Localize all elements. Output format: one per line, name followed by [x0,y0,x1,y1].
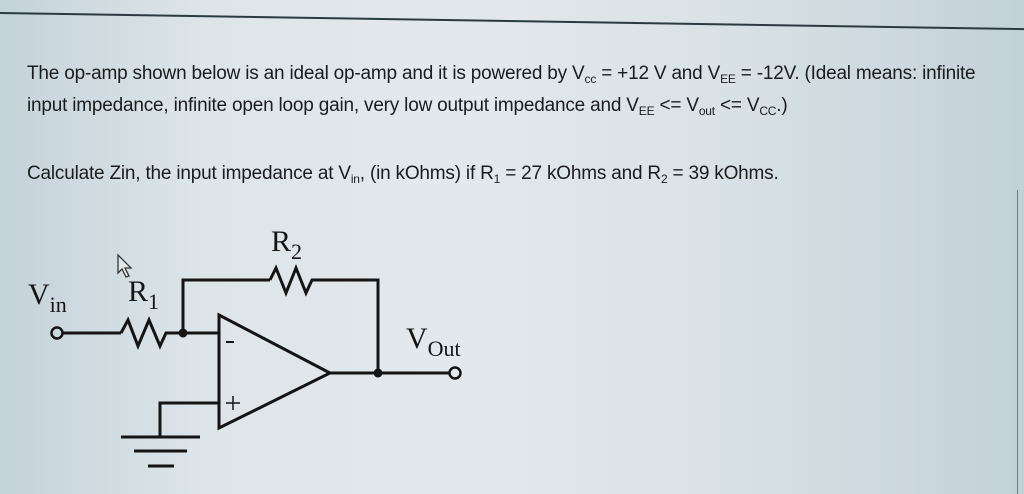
question-text: The op-amp shown below is an ideal op-am… [27,58,1002,190]
vin-terminal-icon [50,326,64,340]
noninverting-input-wire [158,401,219,437]
question-paragraph-1: The op-amp shown below is an ideal op-am… [27,63,976,118]
mouse-cursor-icon [117,253,133,278]
right-edge-line [1017,190,1018,494]
question-paragraph-2: Calculate Zin, the input impedance at Vi… [27,163,779,186]
vout-terminal-icon [448,366,462,380]
r1-label: R1 [128,275,160,314]
op-amp-symbol [217,312,334,431]
r2-resistor [268,263,380,373]
junction-node-input [178,328,188,338]
feedback-wire-left [181,278,270,333]
r2-label: R2 [271,225,303,264]
junction-node-output [373,368,383,378]
vin-label: Vin [28,278,67,317]
vout-label: VOut [406,322,461,361]
r1-resistor [119,316,183,351]
